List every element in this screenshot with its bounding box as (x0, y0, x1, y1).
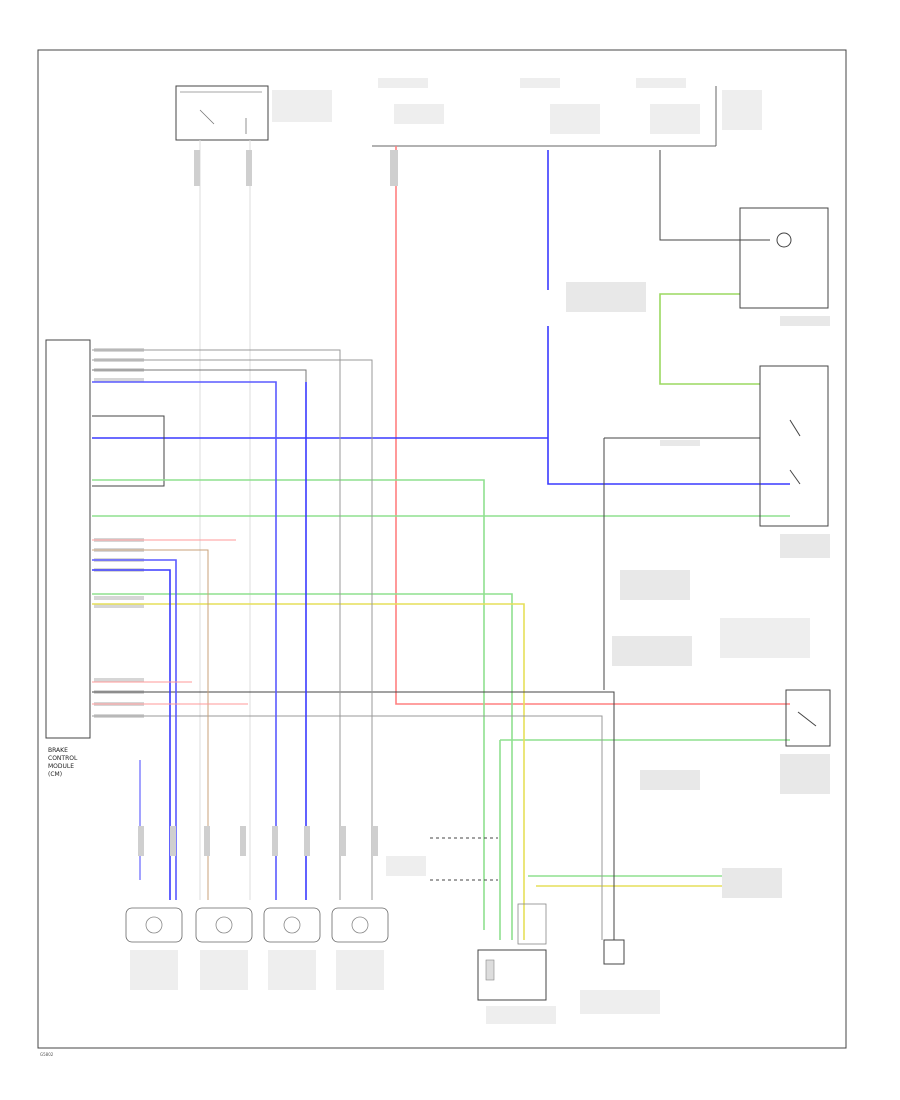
diagram-code: G5802 (40, 1052, 54, 1057)
wire-black-ground (92, 691, 615, 940)
module-label-line-1: BRAKE (48, 747, 68, 754)
bottom-connector (477, 903, 556, 1024)
relay-switch (785, 689, 831, 747)
module-label-line-3: MODULE (48, 763, 74, 770)
wire-blue-feed-lower (547, 326, 790, 485)
wire-harness-1 (92, 349, 341, 900)
wheel-sensor-1 (125, 907, 183, 990)
wheel-sensor-3 (263, 907, 321, 990)
pump-motor (739, 207, 829, 309)
wire-blue-sensor-1 (92, 381, 277, 900)
brake-switch (759, 365, 829, 527)
wire-blue-sensor-3 (92, 559, 177, 900)
wire-brown-sensor (92, 549, 209, 900)
wheel-sensor-4 (331, 907, 389, 990)
wire-ltgreen-sensor (659, 293, 760, 385)
wire-gray-return (92, 715, 603, 940)
wire-green-1 (92, 479, 485, 930)
ground-connector (580, 939, 660, 1014)
note-block-right (720, 618, 810, 658)
wire-yellow-1 (92, 603, 525, 940)
sensor-wire-tags (138, 150, 398, 856)
wire-black-loop (92, 415, 165, 487)
connector-labels (566, 282, 830, 898)
wheel-sensor-2 (195, 907, 253, 990)
fuse-block-left (175, 85, 332, 141)
fuse-block-right (372, 78, 762, 147)
diagram-frame (37, 49, 847, 1049)
wire-black-top-feed (659, 150, 770, 241)
wire-harness-3 (92, 369, 307, 900)
wire-blue-sensor-4 (92, 569, 171, 900)
brake-control-module: BRAKE CONTROL MODULE (CM) (45, 339, 144, 778)
wire-harness-2 (92, 359, 373, 900)
module-label-line-2: CONTROL (48, 755, 78, 762)
center-sensor (386, 837, 498, 881)
module-label-line-4: (CM) (48, 771, 62, 778)
wire-red-main (395, 146, 790, 705)
wire-green-3 (92, 593, 513, 940)
